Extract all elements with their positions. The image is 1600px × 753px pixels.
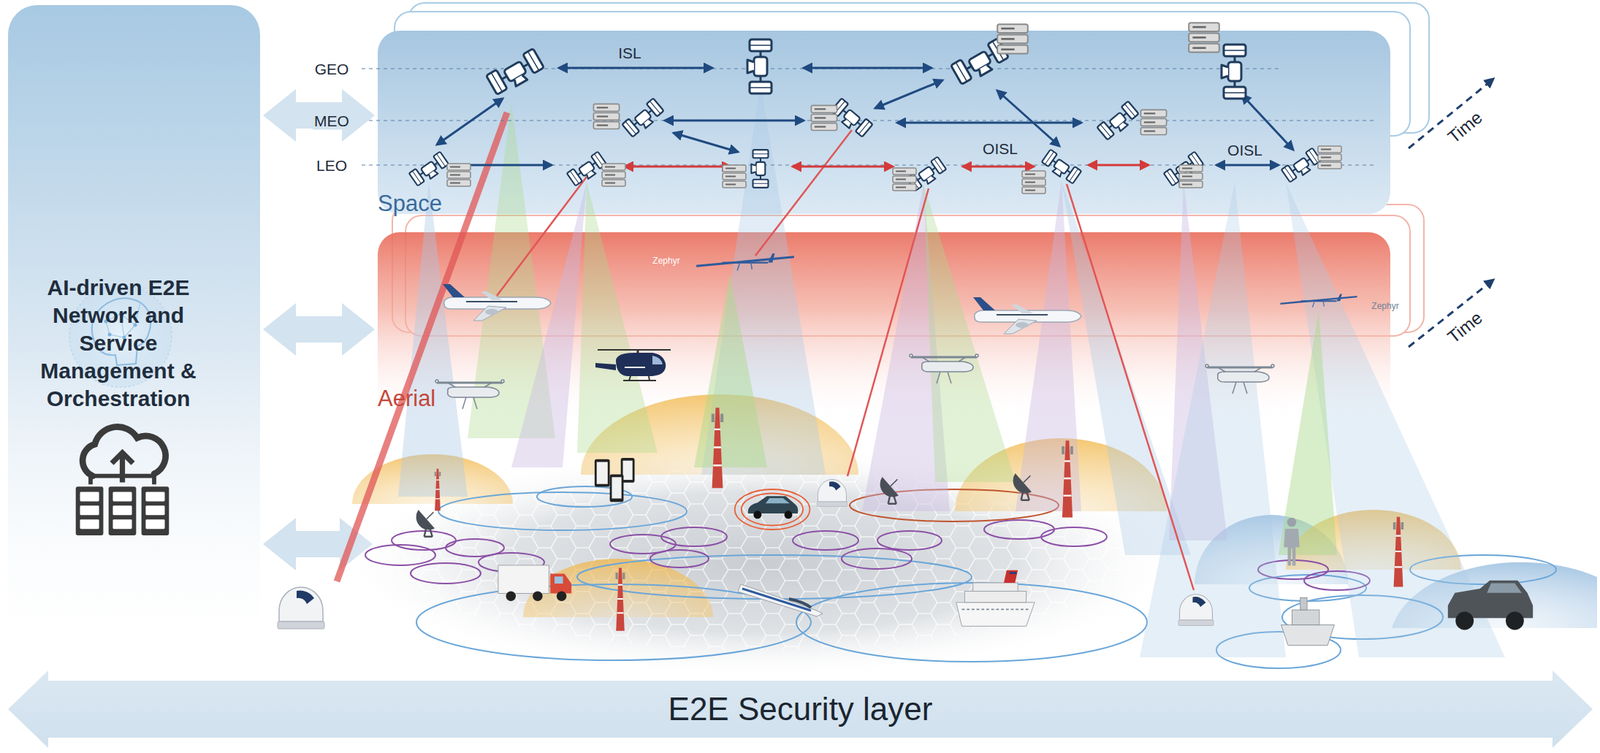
platform-name-holder: Zephyr xyxy=(1371,298,1399,312)
node-text: AI-driven E2E Network and Service Manage… xyxy=(22,273,215,413)
time-label-holder: Time xyxy=(1443,106,1487,148)
platform-name-holder: Zephyr xyxy=(652,253,680,267)
satellites xyxy=(409,38,1323,193)
node-text: Aerial xyxy=(377,385,436,413)
double-arrow-connector xyxy=(263,303,375,356)
link-label: OISL xyxy=(1227,141,1263,160)
double-arrow-connector xyxy=(263,89,375,142)
link-label-holder: OISL xyxy=(1227,141,1263,160)
orbit-label: GEO xyxy=(314,59,350,79)
time-arrows xyxy=(1408,78,1494,348)
orbit-label: LEO xyxy=(316,156,348,175)
space-layer: Space xyxy=(377,30,1391,217)
link-label: OISL xyxy=(982,139,1018,158)
platform-name: Zephyr xyxy=(1371,301,1399,312)
orbit-lines xyxy=(361,68,1374,166)
orbit-label-holder: MEO xyxy=(311,111,352,131)
link-label-holder: ISL xyxy=(618,43,642,63)
orbit-label-holder: LEO xyxy=(316,156,348,175)
node-text: E2E Security layer xyxy=(668,690,933,729)
platform-name: Zephyr xyxy=(652,255,680,266)
ground-objects xyxy=(277,407,1533,646)
feeder-links xyxy=(336,112,1194,591)
edge-servers xyxy=(447,22,1342,194)
orbit-label: MEO xyxy=(311,111,352,131)
security-layer: E2E Security layer xyxy=(8,670,1593,749)
inter-satellite-links xyxy=(436,67,1294,167)
management-panel-ground xyxy=(8,5,261,649)
cloud-server-icon xyxy=(75,426,170,536)
link-label-holder: OISL xyxy=(982,139,1018,158)
coverage-beams xyxy=(398,84,1506,658)
security-band xyxy=(8,670,1593,749)
orbit-label-holder: GEO xyxy=(314,59,350,79)
aerial-platforms xyxy=(435,253,1358,410)
time-label: Time xyxy=(1443,106,1487,148)
node-text: Space xyxy=(377,190,443,217)
time-label: Time xyxy=(1442,306,1487,348)
aerial-layer: Aerial xyxy=(377,232,1391,413)
time-label-holder: Time xyxy=(1442,306,1487,348)
link-label: ISL xyxy=(618,43,642,63)
management-panel: AI-driven E2E Network and Service Manage… xyxy=(8,5,261,649)
